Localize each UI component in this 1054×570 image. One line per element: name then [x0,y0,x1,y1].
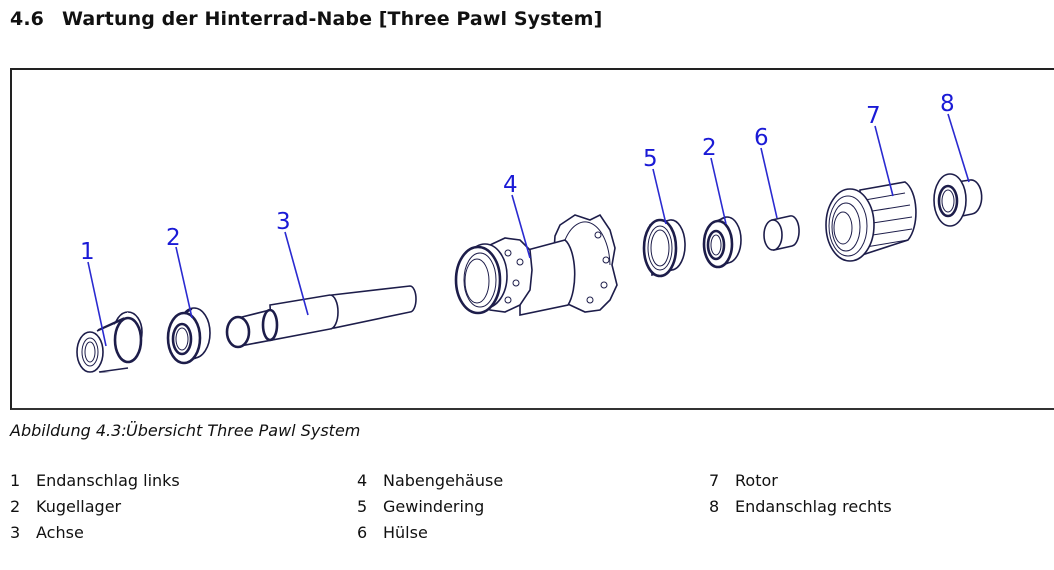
figure-caption: Abbildung 4.3:Übersicht Three Pawl Syste… [10,421,360,440]
part-sleeve [763,215,800,251]
section-heading: 4.6 Wartung der Hinterrad-Nabe [Three Paw… [10,8,602,30]
part-threaded-ring [642,218,686,278]
leader-line-5 [652,168,667,225]
leader-line-2a [175,246,193,319]
caption-label: Abbildung 4.3: [10,421,127,440]
callout-number: 2 [166,225,181,251]
exploded-view-figure: 1 2 3 4 5 2 6 7 8 [10,68,1054,410]
part-bearing-left [166,307,211,365]
legend-item: 3 Achse [10,520,180,546]
callout-number: 1 [80,239,95,265]
legend-number: 4 [357,471,368,490]
part-rotor [825,181,917,262]
section-title: Wartung der Hinterrad-Nabe [Three Pawl S… [62,8,603,30]
callout-number: 6 [754,125,769,151]
part-end-stop-left [76,311,143,373]
leader-line-6 [760,147,778,219]
legend-item: 6 Hülse [357,520,503,546]
legend-label: Kugellager [36,497,122,516]
leader-line-3 [284,231,309,316]
leader-line-2b [710,157,727,225]
legend-label: Hülse [383,523,428,542]
legend-number: 2 [10,497,21,516]
callout-number: 4 [503,172,518,198]
section-number: 4.6 [10,8,44,30]
callout-number: 7 [866,103,881,129]
part-bearing-right [702,216,742,269]
part-axle [225,285,417,349]
leader-line-7 [874,125,894,197]
parts-legend-column-1: 1 Endanschlag links 2 Kugellager 3 Achse [10,468,180,546]
legend-label: Gewindering [383,497,485,516]
legend-label: Endanschlag rechts [735,497,892,516]
legend-item: 2 Kugellager [10,494,180,520]
legend-item: 8 Endanschlag rechts [709,494,892,520]
legend-label: Rotor [735,471,778,490]
leader-line-4 [511,194,531,259]
legend-number: 7 [709,471,720,490]
legend-label: Achse [36,523,84,542]
callout-number: 3 [276,209,291,235]
parts-legend-column-3: 7 Rotor 8 Endanschlag rechts [709,468,892,520]
parts-legend-column-2: 4 Nabengehäuse 5 Gewindering 6 Hülse [357,468,503,546]
legend-number: 3 [10,523,21,542]
legend-item: 1 Endanschlag links [10,468,180,494]
part-hub-shell [454,213,618,316]
legend-item: 7 Rotor [709,468,892,494]
callout-number: 2 [702,135,717,161]
legend-number: 8 [709,497,720,516]
legend-number: 1 [10,471,21,490]
legend-number: 5 [357,497,368,516]
legend-item: 5 Gewindering [357,494,503,520]
caption-text: Übersicht Three Pawl System [126,421,361,440]
callout-number: 5 [643,146,658,172]
leader-line-8 [947,113,970,183]
hub-exploded-diagram: 1 2 3 4 5 2 6 7 8 [76,91,983,373]
legend-label: Nabengehäuse [383,471,504,490]
legend-label: Endanschlag links [36,471,180,490]
legend-item: 4 Nabengehäuse [357,468,503,494]
leader-line-1 [87,261,107,347]
part-end-stop-right [933,173,983,227]
callout-number: 8 [940,91,955,117]
legend-number: 6 [357,523,368,542]
